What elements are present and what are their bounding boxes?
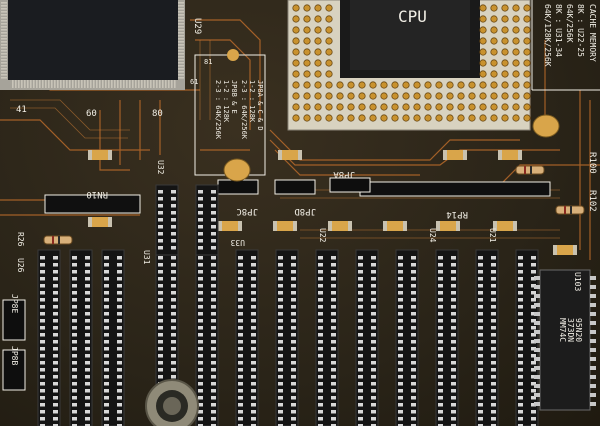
label-pin60: 60 bbox=[86, 109, 97, 119]
label-pin61: 61 bbox=[190, 78, 198, 86]
cpu-socket bbox=[287, 0, 531, 131]
label-u33: U33 bbox=[230, 238, 245, 247]
jumper-blocks bbox=[2, 177, 371, 391]
label-r100: R100 bbox=[587, 152, 597, 174]
rn10-resistor-network bbox=[44, 194, 141, 214]
tantalum-caps bbox=[223, 49, 560, 182]
label-u21: U21 bbox=[488, 228, 497, 243]
rp14-resistor-network bbox=[359, 181, 551, 197]
label-cache-l4: 64K/128K/256K bbox=[543, 4, 552, 67]
label-pin80: 80 bbox=[152, 109, 163, 119]
label-r26: R26 bbox=[16, 232, 25, 247]
label-u31: U31 bbox=[142, 250, 151, 265]
label-jp8e: JP8E bbox=[10, 294, 19, 313]
label-cpu: CPU bbox=[398, 7, 427, 26]
label-rp14: RP14 bbox=[446, 209, 468, 219]
label-jp-block-6: 2-3 : 64K/256K bbox=[214, 80, 222, 140]
label-cache-l1: 8K : U22-25 bbox=[576, 4, 585, 57]
label-jp8a: JP8A bbox=[333, 169, 355, 179]
cache-label-box bbox=[531, 0, 600, 91]
label-jp-block-2: 1-2 : 128K bbox=[248, 80, 256, 123]
label-jp-block-4: JP8B & E bbox=[230, 80, 238, 114]
label-u103: U103 bbox=[573, 272, 582, 291]
label-cache-title: CACHE MEMORY bbox=[588, 4, 597, 62]
label-u26: U26 bbox=[16, 258, 25, 273]
chip-marking-1: MM74C bbox=[558, 318, 567, 342]
memory-sockets bbox=[37, 184, 539, 426]
logic-chip bbox=[534, 269, 596, 411]
label-rn10: RN10 bbox=[86, 189, 108, 199]
label-u24: U24 bbox=[428, 228, 437, 243]
smd-components bbox=[43, 150, 585, 255]
mounting-hole bbox=[145, 379, 199, 426]
label-cache-l2: 64K/256K bbox=[565, 4, 574, 43]
silkscreen-labels: U29 CPU CACHE MEMORY 8K : U22-25 64K/256… bbox=[10, 4, 597, 365]
qfp-chip bbox=[0, 0, 185, 90]
chip-marking-2: 373DN bbox=[566, 318, 575, 342]
label-jp-block-3: 2-3 : 64K/256K bbox=[240, 80, 248, 140]
label-pin81: 81 bbox=[204, 58, 212, 66]
label-cache-l3: 8K : U31-34 bbox=[554, 4, 563, 57]
label-jp-block-1: JP8A & C & D bbox=[256, 80, 264, 131]
label-u32: U32 bbox=[156, 160, 165, 175]
label-u22: U22 bbox=[318, 228, 327, 243]
chip-marking-3: 95N20 bbox=[574, 318, 583, 342]
label-u29: U29 bbox=[192, 18, 202, 34]
label-jp8b: JP8B bbox=[10, 346, 19, 365]
label-r102: R102 bbox=[587, 190, 597, 212]
label-jp8c: JP8C bbox=[236, 206, 258, 216]
label-jp-block-5: 1-2 : 128K bbox=[222, 80, 230, 123]
label-pin41: 41 bbox=[16, 105, 27, 115]
label-jp8d: JP8D bbox=[294, 206, 316, 216]
